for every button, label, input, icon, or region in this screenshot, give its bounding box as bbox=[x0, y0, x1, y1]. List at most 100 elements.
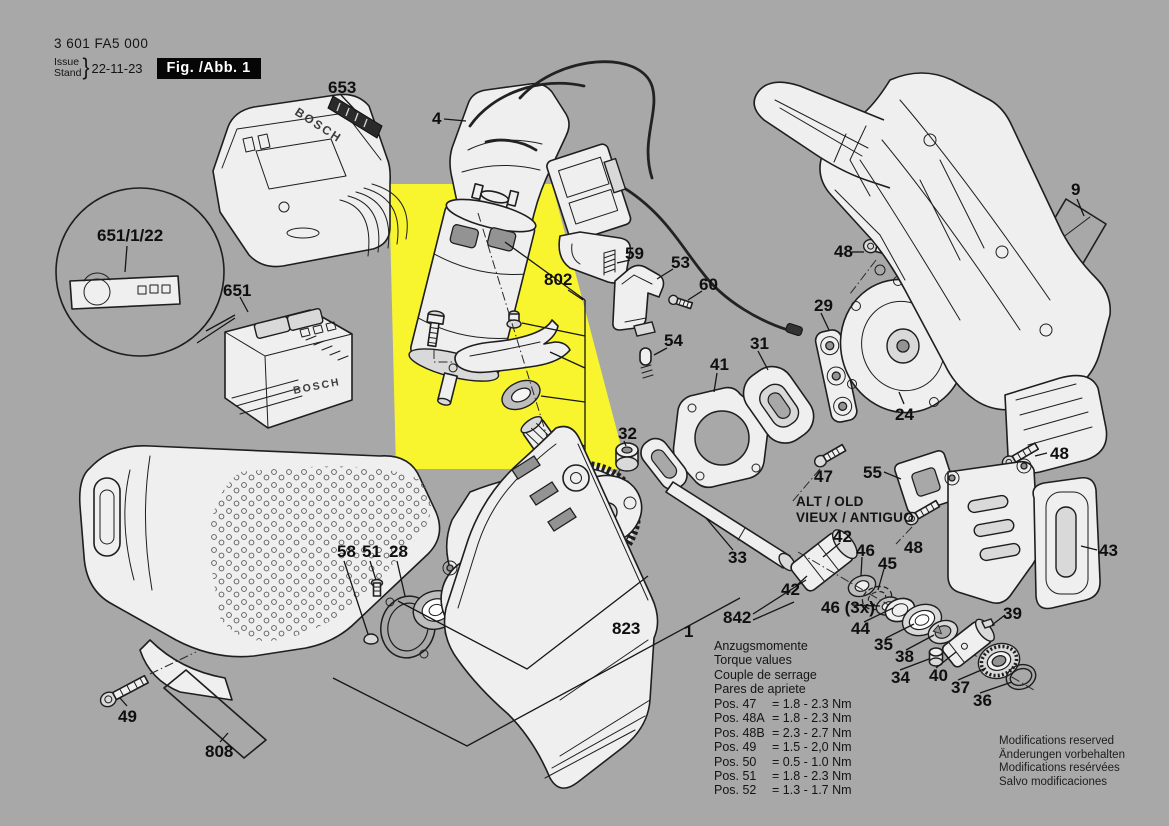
part-label-1: 1 bbox=[684, 622, 694, 641]
plug-58 bbox=[363, 633, 379, 645]
screw-60 bbox=[668, 294, 694, 310]
boot-43 bbox=[1032, 476, 1101, 610]
part-label-53: 53 bbox=[671, 253, 690, 272]
part-label-40: 40 bbox=[929, 666, 948, 685]
part-label-39: 39 bbox=[1003, 604, 1022, 623]
torque-header-line: Couple de serrage bbox=[714, 667, 817, 682]
part-label-58: 58 bbox=[337, 542, 356, 561]
center-housing-drawing bbox=[443, 425, 659, 789]
part-label-823: 823 bbox=[612, 619, 641, 638]
part-label-48-right: 48 bbox=[1050, 444, 1069, 463]
motor-bearing bbox=[501, 379, 541, 411]
modifications-line: Änderungen vorbehalten bbox=[999, 748, 1125, 761]
part-label-41: 41 bbox=[710, 355, 729, 374]
part-label-43: 43 bbox=[1099, 541, 1118, 560]
bracket-53 bbox=[612, 264, 674, 337]
part-label-29: 29 bbox=[814, 296, 833, 315]
part-label-38: 38 bbox=[895, 647, 914, 666]
part-label-51: 51 bbox=[362, 542, 381, 561]
modifications-line: Modifications resérvées bbox=[999, 762, 1120, 775]
part-label-24: 24 bbox=[895, 405, 914, 424]
torque-row: Pos. 47= 1.8 - 2.3 Nm bbox=[714, 696, 852, 711]
part-label-808: 808 bbox=[205, 742, 234, 761]
gasket-group bbox=[343, 560, 406, 645]
screw-47 bbox=[813, 443, 847, 468]
part-label-32: 32 bbox=[618, 424, 637, 443]
modifications-line: Modifications reserved bbox=[999, 735, 1115, 747]
motor-bolt bbox=[426, 310, 445, 348]
motor-cap-screw bbox=[506, 310, 522, 329]
issue-date: 22-11-23 bbox=[91, 60, 143, 76]
motor-assembly-drawing bbox=[408, 183, 586, 467]
plate-31 bbox=[742, 365, 815, 444]
torque-row: Pos. 48B= 2.3 - 2.7 Nm bbox=[714, 725, 852, 740]
figure-label: Fig. /Abb. 1 bbox=[156, 57, 261, 79]
title-block: 3 601 FA5 000 Issue Stand } 22-11-23 Fig… bbox=[54, 36, 261, 80]
part-label-49: 49 bbox=[118, 707, 137, 726]
torque-header-line: Pares de apriete bbox=[714, 682, 806, 697]
alt-old-piston-group bbox=[752, 529, 901, 621]
torque-header-line: Anzugsmomente bbox=[714, 639, 808, 653]
motor-leader-lines bbox=[504, 241, 586, 462]
part-label-802: 802 bbox=[544, 270, 573, 289]
part-label-59: 59 bbox=[625, 244, 644, 263]
motor-bracket bbox=[454, 319, 571, 374]
group-lines bbox=[332, 575, 741, 747]
pin-39 bbox=[981, 618, 995, 629]
sticker-808 bbox=[163, 669, 267, 759]
charger-drawing: BOSCH bbox=[212, 93, 408, 268]
detail-circle-651-1-22 bbox=[55, 187, 236, 357]
part-label-34: 34 bbox=[891, 668, 910, 687]
bolt-49 bbox=[99, 651, 197, 708]
torque-row: Pos. 49= 1.5 - 2,0 Nm bbox=[714, 740, 852, 755]
part-label-36: 36 bbox=[973, 691, 992, 710]
part-label-9: 9 bbox=[1071, 180, 1081, 199]
left-body-drawing bbox=[78, 445, 441, 701]
part-label-4: 4 bbox=[432, 109, 442, 128]
part-label-31: 31 bbox=[750, 334, 769, 353]
part-label-54: 54 bbox=[664, 331, 683, 350]
bushing-32 bbox=[599, 440, 639, 501]
front-frame-drawing bbox=[944, 458, 1040, 604]
issue-label: Issue bbox=[54, 55, 80, 68]
stand-label: Stand bbox=[54, 67, 82, 79]
issue-brace: } bbox=[82, 54, 90, 81]
modifications-line: Salvo modificaciones bbox=[999, 775, 1108, 788]
part-label-48-mid: 48 bbox=[904, 538, 923, 557]
spring-59 bbox=[603, 249, 631, 276]
part-label-842: 842 bbox=[723, 608, 752, 627]
part-label-46-3x: 46 (3x) bbox=[821, 598, 875, 617]
battery-drawing: BOSCH bbox=[224, 296, 353, 429]
alt-old-note: ALT / OLD VIEUX / ANTIGUO bbox=[796, 494, 914, 527]
torque-header-line: Torque values bbox=[714, 653, 792, 668]
piston-ring-row bbox=[797, 551, 1037, 694]
torque-row: Pos. 52= 1.3 - 1.7 Nm bbox=[714, 783, 852, 798]
plate-41 bbox=[672, 372, 770, 489]
part-label-28: 28 bbox=[389, 542, 408, 561]
alt-old-line1: ALT / OLD bbox=[796, 494, 864, 509]
part-label-33: 33 bbox=[728, 548, 747, 567]
torque-row: Pos. 50= 0.5 - 1.0 Nm bbox=[714, 754, 852, 769]
screw-48-mid bbox=[904, 499, 941, 526]
part-label-651: 651 bbox=[223, 281, 252, 300]
part-label-60: 60 bbox=[699, 275, 718, 294]
alt-old-line2: VIEUX / ANTIGUO bbox=[796, 510, 915, 526]
part-label-55: 55 bbox=[863, 463, 882, 482]
part-label-45: 45 bbox=[878, 554, 897, 573]
part-label-42: 42 bbox=[781, 580, 800, 599]
part-label-44: 44 bbox=[851, 619, 870, 638]
screw-51 bbox=[370, 578, 384, 597]
torque-row: Pos. 51= 1.8 - 2.3 Nm bbox=[714, 768, 852, 783]
rear-housing-drawing bbox=[753, 72, 1112, 474]
plate-55 bbox=[893, 449, 959, 515]
part-label-48-top: 48 bbox=[834, 242, 853, 261]
part-label-651-1-22: 651/1/22 bbox=[97, 226, 164, 245]
torque-row: Pos. 48A= 1.8 - 2.3 Nm bbox=[714, 711, 852, 726]
part-label-35: 35 bbox=[874, 635, 893, 654]
